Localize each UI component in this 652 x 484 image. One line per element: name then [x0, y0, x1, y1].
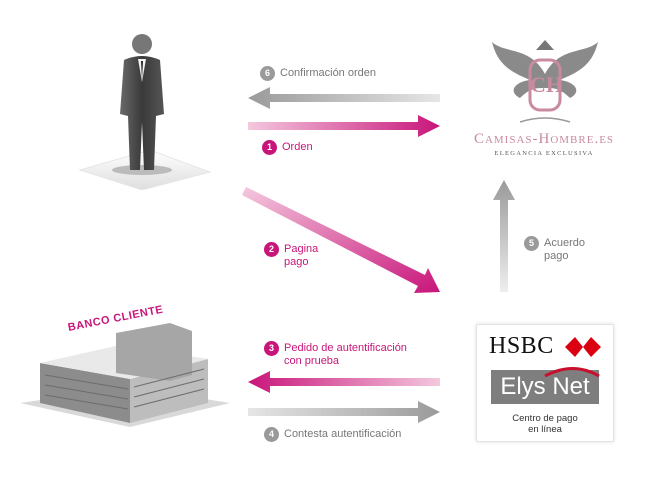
merchant-tagline: ELEGANCIA EXCLUSIVA	[494, 150, 594, 157]
step-4-label: 4 Contesta autentificación	[264, 427, 402, 442]
step-number-badge: 4	[264, 427, 279, 442]
hsbc-wordmark: HSBC	[489, 333, 554, 359]
arrow-contesta	[248, 401, 440, 423]
step-5-label: 5 Acuerdo pago	[524, 236, 585, 263]
arrow-acuerdo	[493, 180, 515, 292]
arrow-orden	[248, 115, 440, 137]
arrow-pagina-pago	[242, 187, 440, 293]
step-6-label: 6 Confirmación orden	[260, 66, 376, 81]
step-text: Pagina pago	[284, 243, 319, 268]
merchant-crest-logo	[492, 40, 598, 123]
step-text: Orden	[282, 141, 313, 153]
step-number-badge: 2	[264, 242, 279, 257]
step-number-badge: 3	[264, 341, 279, 356]
step-number-badge: 1	[262, 140, 277, 155]
hsbc-hexagon-logo	[565, 337, 601, 357]
elys-net-logo: Elys Net	[491, 370, 599, 404]
merchant-name: Camisas-Hombre.es	[473, 131, 615, 147]
step-1-label: 1 Orden	[262, 140, 313, 155]
step-number-badge: 6	[260, 66, 275, 81]
step-text: Confirmación orden	[280, 67, 376, 79]
payment-gateway-box: HSBC Elys Net Centro de pago en línea	[476, 324, 614, 442]
elys-arc-icon	[544, 367, 600, 377]
customer-figure	[78, 34, 212, 190]
merchant-monogram: CH	[530, 72, 563, 97]
step-text: Pedido de autentificación con prueba	[284, 342, 407, 367]
step-2-label: 2 Pagina pago	[264, 242, 319, 269]
gateway-caption: Centro de pago en línea	[512, 413, 578, 435]
step-text: Acuerdo pago	[544, 237, 585, 262]
step-text: Contesta autentificación	[284, 428, 402, 440]
bank-building-image	[20, 323, 230, 427]
step-number-badge: 5	[524, 236, 539, 251]
arrow-confirmacion	[248, 87, 440, 109]
arrow-autentificacion	[248, 371, 440, 393]
step-3-label: 3 Pedido de autentificación con prueba	[264, 341, 407, 368]
